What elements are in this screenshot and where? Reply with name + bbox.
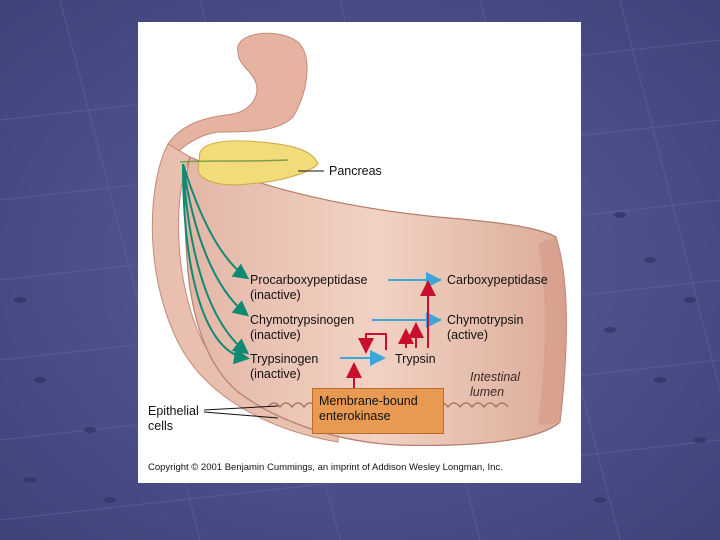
label-chymotrypsinogen-state: (inactive) [250, 328, 301, 343]
label-enterokinase-1: Membrane-bound [319, 394, 437, 409]
label-pancreas: Pancreas [329, 164, 382, 179]
label-trypsinogen-state: (inactive) [250, 367, 301, 382]
label-chymotrypsin-state: (active) [447, 328, 488, 343]
label-procarboxypeptidase-state: (inactive) [250, 288, 301, 303]
label-procarboxypeptidase: Procarboxypeptidase [250, 273, 367, 288]
pancreas [198, 141, 318, 185]
label-enterokinase-2: enterokinase [319, 409, 437, 424]
label-chymotrypsin: Chymotrypsin [447, 313, 523, 328]
label-trypsin: Trypsin [395, 352, 436, 367]
label-carboxypeptidase: Carboxypeptidase [447, 273, 548, 288]
stomach [168, 33, 307, 152]
label-trypsinogen: Trypsinogen [250, 352, 318, 367]
label-epithelial-1: Epithelial [148, 404, 199, 419]
label-chymotrypsinogen: Chymotrypsinogen [250, 313, 354, 328]
label-epithelial-2: cells [148, 419, 173, 434]
label-intestinal-lumen-2: lumen [470, 385, 504, 400]
copyright-text: Copyright © 2001 Benjamin Cummings, an i… [148, 462, 503, 473]
enterokinase-box: Membrane-bound enterokinase [312, 388, 444, 434]
figure-panel: Pancreas Procarboxypeptidase (inactive) … [138, 22, 581, 483]
label-intestinal-lumen-1: Intestinal [470, 370, 520, 385]
